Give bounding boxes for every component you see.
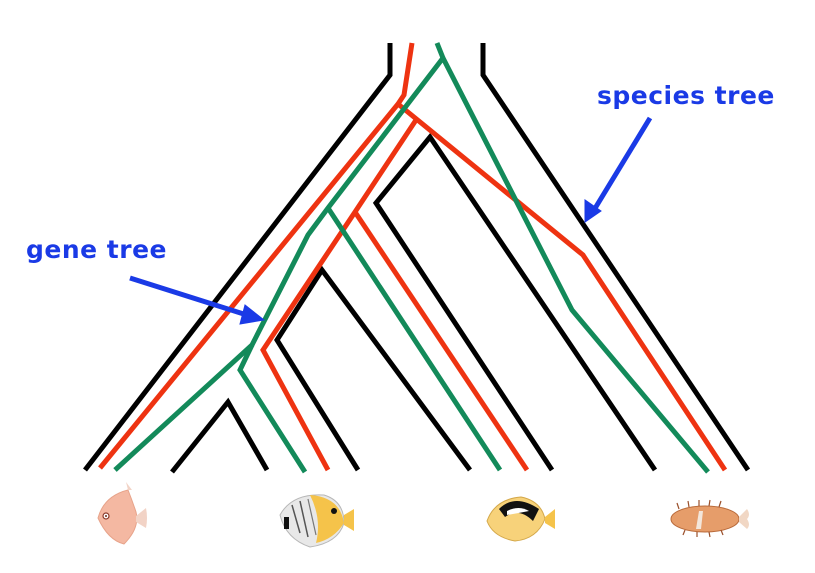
gene-lineage-red-4 <box>352 210 530 472</box>
gene-tree-label: gene tree <box>26 235 167 264</box>
gene-tree-arrowhead-icon <box>239 304 266 325</box>
species-tree-inner-2 <box>274 265 473 472</box>
gene-tree-green <box>113 42 710 474</box>
annotation-arrows <box>129 116 653 325</box>
taxon-4-fish-icon <box>670 499 749 538</box>
gene-lineage-green-3 <box>325 206 503 472</box>
taxon-1-fish-icon <box>97 482 147 545</box>
gene-lineage-green-1 <box>434 42 710 474</box>
species-tree-arrowhead-icon <box>584 199 602 223</box>
species-tree <box>83 43 751 474</box>
taxon-3-fish-icon <box>486 496 555 542</box>
species-tree-arrow-icon <box>591 116 653 212</box>
species-tree-inner-1 <box>372 132 658 472</box>
species-tree-outer-right <box>480 43 751 472</box>
gene-tree-red <box>98 42 728 472</box>
species-tree-outer-left <box>83 43 393 472</box>
taxon-2-fish-icon <box>279 494 354 548</box>
gene-lineage-green-2 <box>113 56 445 472</box>
species-tree-inner-3 <box>170 397 270 474</box>
species-tree-label: species tree <box>597 81 775 110</box>
gene-lineage-red-3 <box>260 118 419 472</box>
gene-lineage-red-2 <box>396 102 728 472</box>
gene-lineage-green-4 <box>237 343 308 474</box>
gene-tree-arrow-icon <box>129 275 251 319</box>
gene-lineage-red-1 <box>98 42 415 470</box>
